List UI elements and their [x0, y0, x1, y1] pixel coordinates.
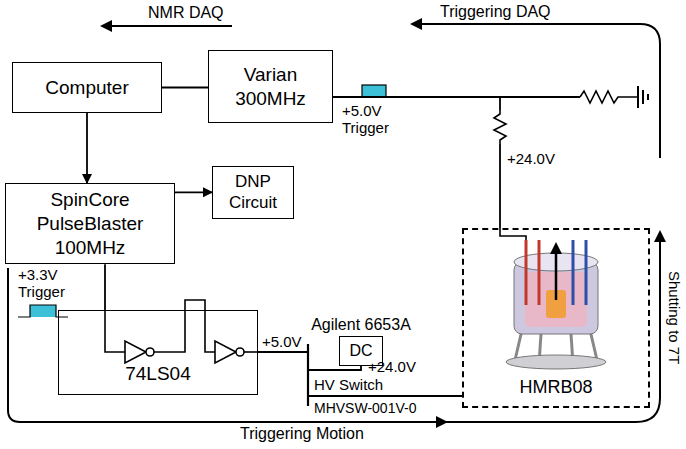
process-box: Computer: [12, 62, 162, 113]
voltage-label: +5.0V: [262, 333, 302, 350]
ground-symbol: [637, 86, 639, 108]
process-box: SpinCore PulseBlaster 100MHz: [5, 183, 175, 264]
inverter-bubble: [236, 348, 244, 356]
electrode-rod: [538, 240, 541, 305]
arrow-head: [654, 230, 666, 242]
connector: [175, 191, 212, 193]
resistor-symbol: [494, 110, 506, 144]
connector: [104, 264, 106, 310]
part-label: MHVSW-001V-0: [314, 400, 416, 416]
motion-arrow: [555, 252, 558, 300]
magnet-leg: [515, 330, 522, 360]
arrow-head: [436, 416, 448, 428]
voltage-label: +24.0V: [368, 358, 416, 375]
box-text: 74LS04: [125, 362, 191, 386]
wire: [500, 96, 580, 98]
process-box: DNP Circuit: [212, 166, 294, 219]
inverter-bubble: [146, 348, 154, 356]
signal-label: +3.3V Trigger: [18, 266, 78, 301]
magnet-leg: [590, 330, 597, 360]
box-text: DNP Circuit: [222, 171, 284, 214]
flow-label: Shutting to 7T: [666, 271, 683, 364]
electrode-rod: [585, 240, 588, 305]
process-box: Varian 300MHz: [208, 50, 333, 123]
chip-box: 74LS04: [58, 310, 258, 395]
box-text: SpinCore PulseBlaster 100MHz: [20, 188, 160, 259]
wire: [244, 351, 258, 353]
flow-arrow-line: [110, 25, 232, 27]
arrow-head: [100, 20, 112, 32]
flow-label: Triggering DAQ: [440, 3, 551, 21]
flow-label: Triggering Motion: [240, 425, 364, 443]
flow-arrow-line: [8, 240, 660, 422]
magnet-base: [506, 355, 606, 369]
connector: [333, 97, 500, 228]
arrow-head: [550, 242, 562, 254]
voltage-label: +24.0V: [507, 150, 555, 167]
box-text: HMRB08: [519, 376, 592, 399]
trigger-pulse: [18, 305, 68, 317]
flow-label: NMR DAQ: [148, 4, 224, 22]
inverter-symbol: [125, 341, 146, 363]
signal-label: +5.0V Trigger: [342, 102, 404, 137]
arrow-head: [410, 18, 422, 30]
box-text: Varian 300MHz: [221, 63, 321, 111]
wire: [105, 310, 125, 352]
part-label: HV Switch: [314, 376, 383, 393]
connector: [86, 113, 88, 183]
trigger-pulse: [362, 85, 386, 97]
ground-symbol: [647, 94, 649, 100]
connector: [162, 87, 208, 89]
resistor-ground: [492, 110, 508, 144]
resistor-symbol: [580, 91, 638, 103]
electrode-rod: [525, 240, 528, 305]
inverter-symbol: [215, 341, 236, 363]
magnet-frame: HMRB08: [462, 228, 650, 408]
flow-arrow-line: [420, 24, 660, 158]
box-heading: Agilent 6653A: [311, 315, 411, 335]
ground-symbol: [642, 90, 644, 104]
electrode-rod: [572, 240, 575, 305]
box-text: Computer: [45, 76, 128, 100]
wire: [154, 300, 215, 352]
